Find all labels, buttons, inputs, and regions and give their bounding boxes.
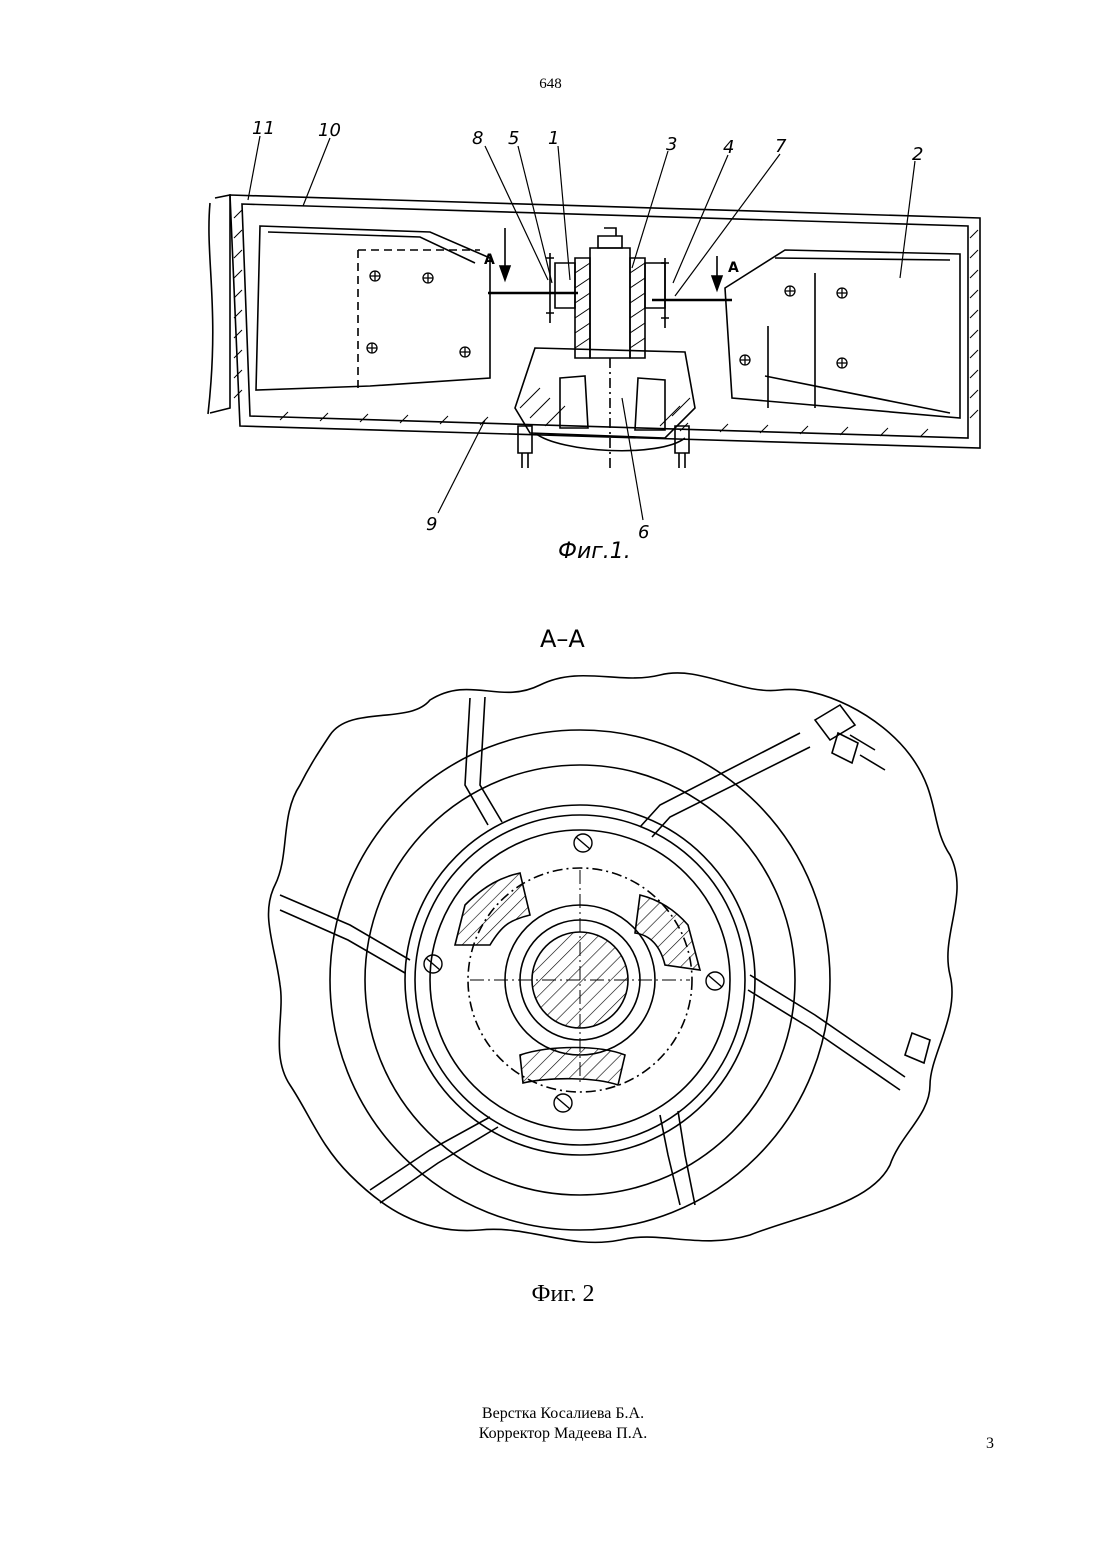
layout-credit: Верстка Косалиева Б.А. [0, 1404, 1101, 1424]
credits-block: Верстка Косалиева Б.А. Корректор Мадеева… [0, 1404, 1101, 1444]
bolt-holes [367, 271, 847, 368]
callout-9: 9 [426, 514, 437, 535]
sheet-number: 3 [986, 1435, 994, 1453]
callout-4: 4 [723, 137, 734, 158]
central-shaft [590, 248, 630, 358]
section-mark-right: A [728, 260, 739, 276]
callout-2: 2 [912, 144, 923, 165]
section-a-a-label: A–A [540, 625, 585, 653]
mounting-bolt [815, 705, 885, 770]
callout-1: 1 [548, 128, 559, 149]
casing-hatching [234, 210, 978, 437]
callout-5: 5 [508, 128, 519, 149]
figure-1-drawing: 11 10 8 5 1 3 4 7 2 9 6 A A Фиг.1. [120, 108, 1020, 578]
figure-2-caption: Фиг. 2 [0, 1281, 1101, 1308]
figure-1-callouts: 11 10 8 5 1 3 4 7 2 9 6 [252, 118, 923, 543]
callout-10: 10 [318, 120, 341, 141]
callout-7: 7 [775, 136, 787, 157]
journal-page-number: 648 [0, 76, 1101, 93]
callout-6: 6 [638, 522, 649, 543]
figure-2-drawing: A–A [240, 615, 970, 1255]
callout-3: 3 [666, 134, 677, 155]
proofreader-credit: Корректор Мадеева П.А. [0, 1424, 1101, 1444]
callout-11: 11 [252, 118, 275, 139]
section-mark-left: A [484, 252, 495, 268]
figure-1-caption: Фиг.1. [558, 539, 631, 564]
callout-8: 8 [472, 128, 483, 149]
